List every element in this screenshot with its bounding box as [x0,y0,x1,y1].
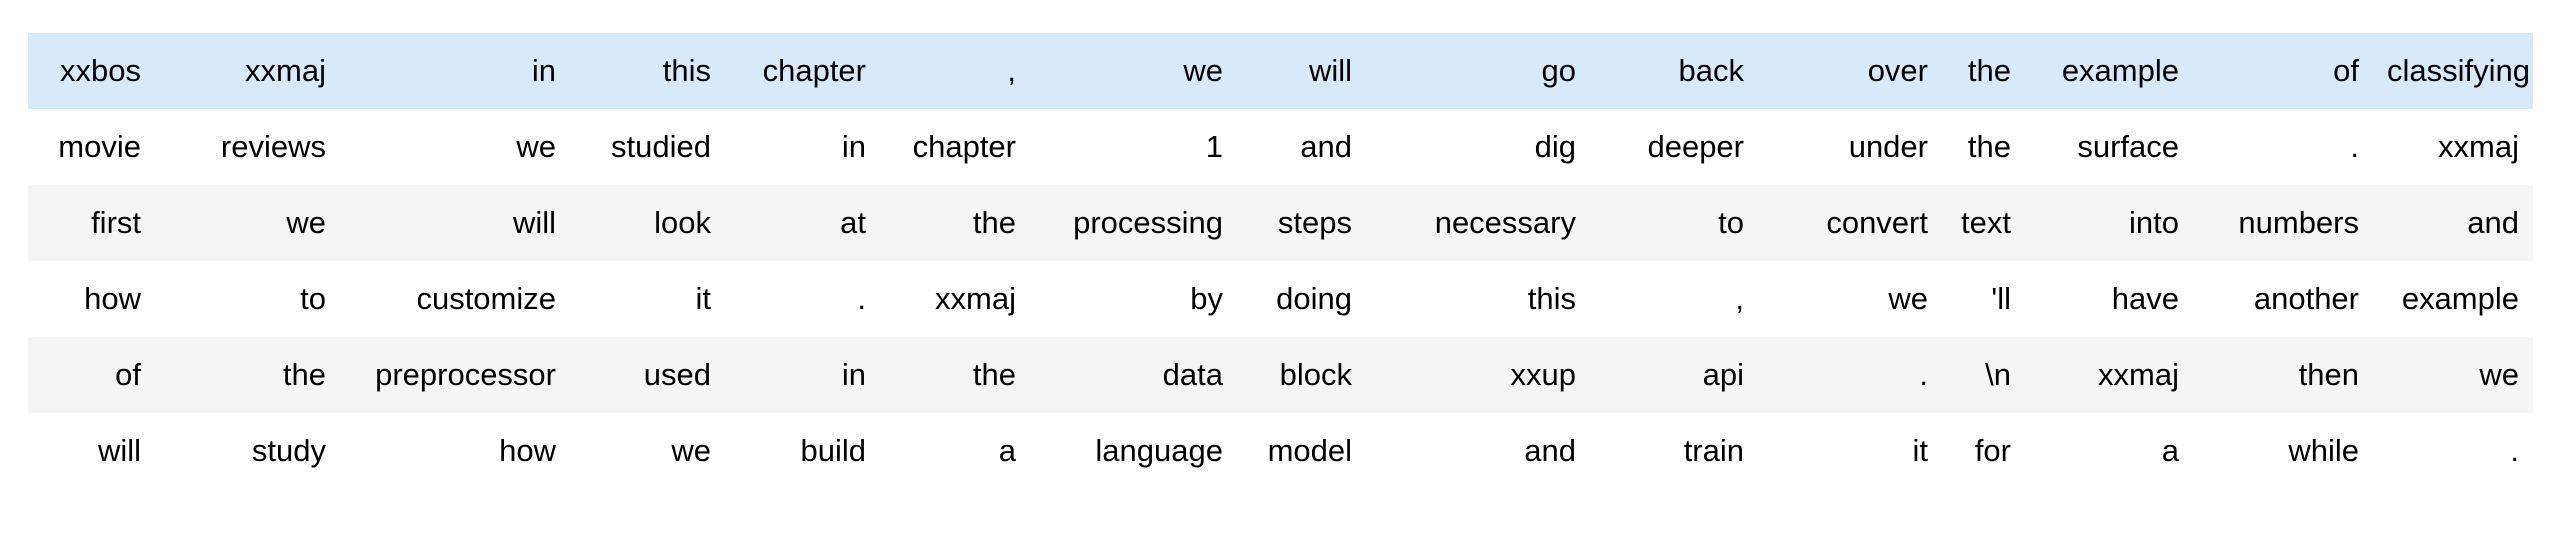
token-cell: and [1524,433,1576,468]
token-cell: used [643,357,711,392]
token-cell: in [841,357,866,392]
token-cell: study [251,433,326,468]
token-cell: back [1678,53,1744,88]
token-cell: numbers [2238,205,2359,240]
token-cell: we [286,205,326,240]
token-cell: a [998,433,1016,468]
token-cell: a [2161,433,2179,468]
token-cell: . [2510,433,2519,468]
token-cell: chapter [912,129,1016,164]
token-cell: language [1095,433,1223,468]
token-cell: classifying [2387,53,2530,88]
token-cell: first [91,205,141,240]
token-cell: then [2298,357,2359,392]
token-cell: this [662,53,711,88]
token-cell: xxbos [60,53,141,88]
token-cell: it [1912,433,1929,468]
token-cell: go [1541,53,1576,88]
token-cell: processing [1073,205,1223,240]
token-cell: this [1527,281,1576,316]
token-cell: preprocessor [375,357,556,392]
token-cell: the [1967,53,2011,88]
token-cell: movie [58,129,141,164]
token-cell: example [2061,53,2179,88]
token-cell: surface [2077,129,2179,164]
token-cell: by [1190,281,1223,316]
token-cell: 1 [1205,129,1223,164]
token-cell: we [2479,357,2519,392]
token-row: how to customize it. xxmaj by doing this, we 'll h… [28,261,2533,337]
token-cell: for [1974,433,2011,468]
token-cell: under [1848,129,1928,164]
token-cell: it [695,281,712,316]
token-cell: we [1183,53,1223,88]
token-cell: studied [611,129,711,164]
token-cell: data [1162,357,1223,392]
token-cell: build [800,433,867,468]
tokens-table: xxbos xxmaj in this chapter, we will go back over… [28,33,2533,489]
token-cell: block [1279,357,1352,392]
token-cell: in [841,129,866,164]
token-cell: example [2401,281,2519,316]
token-cell: customize [416,281,556,316]
token-row: of the preprocessor used in the data block xxup a… [28,337,2533,413]
token-cell: , [1007,53,1016,88]
token-row: will study how we build a language model and trai… [28,413,2533,489]
token-cell: we [671,433,711,468]
token-cell: over [1867,53,1928,88]
token-cell: dig [1534,129,1576,164]
token-cell: train [1683,433,1744,468]
token-cell: will [1308,53,1352,88]
token-cell: text [1961,205,2011,240]
token-cell: steps [1277,205,1352,240]
token-cell: of [2333,53,2359,88]
token-cell: xxmaj [935,281,1016,316]
token-cell: will [97,433,141,468]
token-cell: xxmaj [245,53,326,88]
tokens-table-body: xxbos xxmaj in this chapter, we will go back over… [28,33,2533,489]
token-cell: . [2350,129,2359,164]
token-cell: 'll [1991,281,2011,316]
token-row: first we will look at the processing steps neces… [28,185,2533,261]
token-cell: look [654,205,711,240]
token-cell: how [499,433,556,468]
tokens-table-container: xxbos xxmaj in this chapter, we will go back over… [28,33,2533,489]
token-cell: to [1718,205,1744,240]
token-cell: to [300,281,326,316]
token-cell: have [2111,281,2179,316]
token-row: movie reviews we studied in chapter 1 and dig dee… [28,109,2533,185]
token-row: xxbos xxmaj in this chapter, we will go back over… [28,33,2533,109]
token-cell: api [1702,357,1744,392]
token-cell: model [1267,433,1352,468]
token-cell: deeper [1647,129,1744,164]
token-cell: while [2288,433,2359,468]
token-cell: the [972,205,1016,240]
token-cell: convert [1826,205,1928,240]
token-cell: the [282,357,326,392]
token-cell: the [972,357,1016,392]
token-cell: . [1919,357,1928,392]
token-cell: and [1300,129,1352,164]
token-cell: , [1735,281,1744,316]
token-cell: \n [1985,357,2011,392]
token-cell: of [115,357,141,392]
token-cell: how [84,281,141,316]
token-cell: we [1888,281,1928,316]
token-cell: reviews [220,129,326,164]
token-cell: xxmaj [2098,357,2179,392]
token-cell: we [516,129,556,164]
token-cell: the [1967,129,2011,164]
token-cell: into [2129,205,2179,240]
token-cell: necessary [1434,205,1576,240]
token-cell: at [840,205,866,240]
token-cell: in [531,53,556,88]
token-cell: doing [1276,281,1352,316]
token-cell: will [512,205,556,240]
token-cell: . [857,281,866,316]
token-cell: another [2253,281,2359,316]
token-cell: chapter [762,53,866,88]
token-cell: xxup [1510,357,1576,392]
token-cell: and [2467,205,2519,240]
token-cell: xxmaj [2438,129,2519,164]
